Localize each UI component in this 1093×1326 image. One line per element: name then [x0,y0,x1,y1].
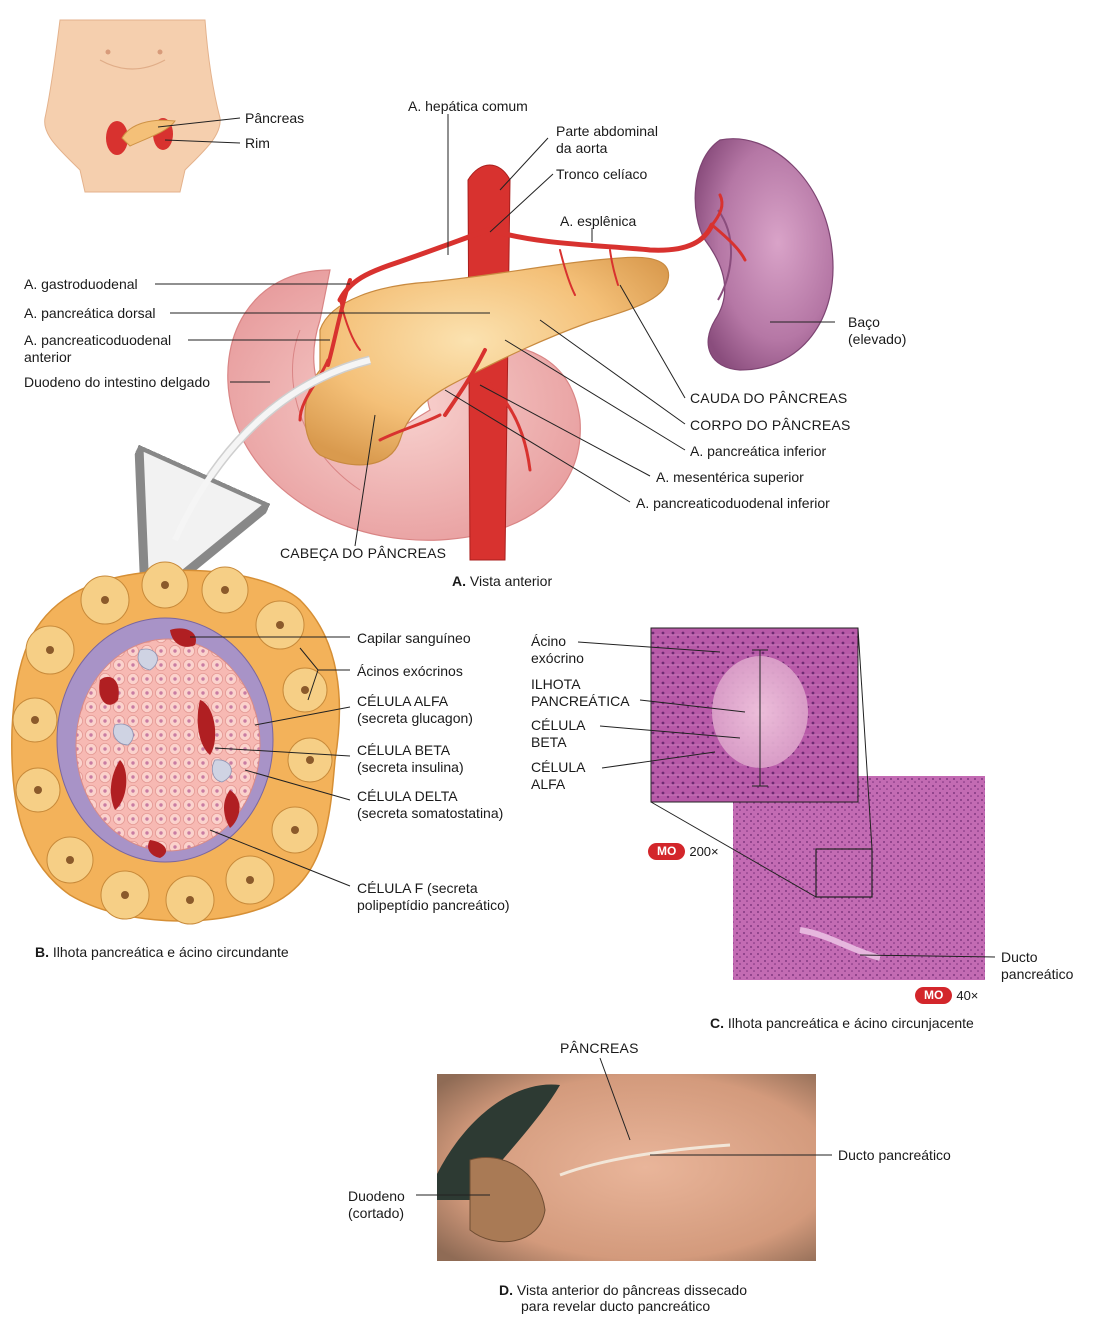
label-blood-capillary: Capilar sanguíneo [357,630,471,646]
label-pancreatic-islet: ILHOTA PANCREÁTICA [531,676,630,709]
label-splenic-artery: A. esplênica [560,213,637,229]
magnification-value: 40× [956,988,979,1003]
label-celiac-trunk: Tronco celíaco [556,166,648,182]
photo-duodenum [469,1156,546,1243]
caption-panel-d-line2: para revelar ducto pancreático [521,1298,711,1314]
leaders-panel-c [577,627,996,958]
acinar-rosettes [12,561,333,925]
leader-inset-pancreas [157,117,241,128]
label-beta-cell: CÉLULA BETA (secreta insulina) [357,742,464,775]
magnification-tag: MO [648,843,686,860]
label-pancreas-photo: PÂNCREAS [560,1040,639,1056]
label-dorsal-pancreatic-artery: A. pancreática dorsal [24,305,156,321]
magnification-value: 200× [689,844,719,859]
leaders-panel-d [416,1057,832,1196]
leaders-panel-b [190,636,351,887]
caption-panel-a-letter: A. [452,573,466,589]
photo-dark-region [437,1084,560,1200]
micrograph-low [733,776,985,980]
leaders-panel-a [155,114,835,547]
label-beta-cell-micro: CÉLULA BETA [531,717,586,750]
artery-network [298,193,747,472]
caption-panel-c-text: Ilhota pancreática e ácino circunjacente [727,1015,974,1031]
caption-panel-a-text: Vista anterior [469,573,553,589]
torso-inset [44,19,221,193]
micrograph-low-inset-box [815,848,873,898]
label-pancreas-body: CORPO DO PÂNCREAS [690,417,851,433]
caption-panel-d-line1: Vista anterior do pâncreas dissecado [516,1282,747,1298]
caption-panel-b-letter: B. [35,944,49,960]
label-alpha-cell-micro: CÉLULA ALFA [531,759,586,792]
spleen-shape [694,138,834,371]
label-hepatic-artery: A. hepática comum [408,98,528,114]
beta-cell-highlights [113,648,232,783]
label-duodenum-cut: Duodeno (cortado) [348,1188,405,1221]
pancreas-body [304,256,670,466]
caption-panel-b: B. Ilhota pancreática e ácino circundant… [35,944,289,961]
label-delta-cell: CÉLULA DELTA (secreta somatostatina) [357,788,504,821]
label-pancreatic-duct-micro: Ducto pancreático [1001,949,1074,982]
magnification-badge-40: MO 40× [915,987,978,1004]
label-inset-kidney: Rim [245,135,270,151]
caption-panel-d-letter: D. [499,1282,513,1298]
label-exocrine-acini: Ácinos exócrinos [357,663,463,679]
label-superior-mesenteric-artery: A. mesentérica superior [656,469,804,485]
label-f-cell: CÉLULA F (secreta polipeptídio pancreáti… [357,880,510,913]
label-exocrine-acinus: Ácino exócrino [531,633,584,666]
caption-panel-c: C. Ilhota pancreática e ácino circunjace… [710,1015,974,1032]
label-spleen: Baço (elevado) [848,314,907,347]
magnification-badge-200: MO 200× [648,843,719,860]
caption-panel-a: A. Vista anterior [452,573,552,590]
magnification-tag: MO [915,987,953,1004]
leader-inset-kidney [164,139,241,144]
label-pancreatic-duct-photo: Ducto pancreático [838,1147,951,1163]
spleen-hilum [717,209,732,301]
caption-panel-d: D. Vista anterior do pâncreas dissecado [499,1282,747,1299]
label-inset-pancreas: Pâncreas [245,110,305,126]
label-alpha-cell: CÉLULA ALFA (secreta glucagon) [357,693,473,726]
capillaries [99,628,240,858]
label-inferior-pancreaticoduodenal-artery: A. pancreaticoduodenal inferior [636,495,830,511]
label-gastroduodenal-artery: A. gastroduodenal [24,276,138,292]
label-pancreas-tail: CAUDA DO PÂNCREAS [690,390,848,406]
label-anterior-pancreaticoduodenal-artery: A. pancreaticoduodenal anterior [24,332,172,365]
caption-panel-b-text: Ilhota pancreática e ácino circundante [52,944,289,960]
caption-panel-c-letter: C. [710,1015,724,1031]
label-pancreas-head: CABEÇA DO PÂNCREAS [280,545,447,561]
photo-duct [559,1143,731,1177]
label-abdominal-aorta: Parte abdominal da aorta [556,123,658,156]
label-duodenum: Duodeno do intestino delgado [24,374,211,390]
label-inferior-pancreatic-artery: A. pancreática inferior [690,443,827,459]
